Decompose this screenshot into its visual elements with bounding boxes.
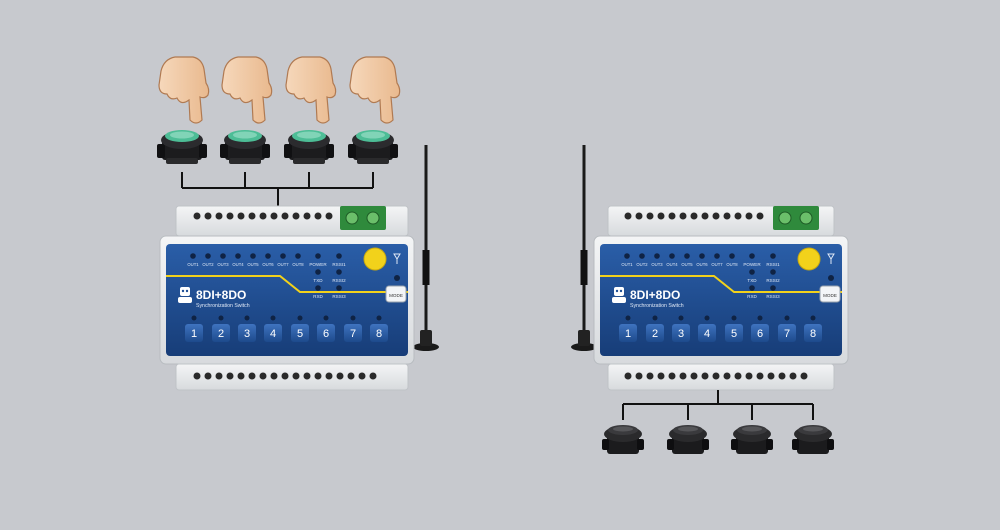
channel-key[interactable] [264,324,282,342]
model-title: 8DI+8DO [196,288,246,302]
push-button-icon[interactable] [284,130,334,164]
rssi1-led-label: RSSI1 [332,262,346,267]
channel-key[interactable] [725,324,743,342]
out-led-label: OUT8 [726,262,738,267]
channel-number: 4 [270,328,276,340]
push-button-icon[interactable] [157,130,207,164]
device-right: OUT1 OUT2 OUT3 OUT4 OUT5 OUT6 OUT7 OUT8 … [571,145,849,454]
rssi2-led-label: RSSI2 [332,278,346,283]
mode-button[interactable] [385,285,407,303]
signal-icon [827,253,835,264]
wiring [622,390,814,420]
rxd-led-label: RXD [747,294,757,299]
channel-number: 6 [323,328,329,340]
out-led-label: OUT7 [277,262,289,267]
channel-number: 8 [810,328,816,340]
top-terminal-holes [624,212,764,220]
rxd-led-label: RXD [313,294,323,299]
push-button-icon[interactable] [220,130,270,164]
channel-key[interactable] [185,324,203,342]
pointing-hand-icon [158,56,210,124]
wiring [181,172,374,206]
channel-number: 4 [704,328,710,340]
out-led-label: OUT2 [202,262,214,267]
out-led-label: OUT8 [292,262,304,267]
model-subtitle: Synchronization Switch [630,303,684,309]
power-led-label: POWER [743,262,761,267]
channel-key[interactable] [751,324,769,342]
out-led-label: OUT3 [217,262,229,267]
channel-key[interactable] [370,324,388,342]
out-led-row [624,253,735,259]
out-led-label: OUT5 [681,262,693,267]
mode-label: MODE [389,293,403,298]
rssi2-led-label: RSSI2 [766,278,780,283]
channel-key[interactable] [317,324,335,342]
indicator-lamp-icon [731,425,773,454]
pointing-hand-icon [349,56,401,124]
out-led-row [190,253,301,259]
power-led-label: POWER [309,262,327,267]
robot-logo-icon [612,287,626,303]
channel-number: 7 [350,328,356,340]
channel-key[interactable] [646,324,664,342]
channel-number: 3 [678,328,684,340]
channel-number: 5 [297,328,303,340]
rssi3-led-label: RSSI3 [766,294,780,299]
channel-number: 2 [652,328,658,340]
indicator-lamp-icon [792,425,834,454]
model-title: 8DI+8DO [630,288,680,302]
channel-key[interactable] [778,324,796,342]
out-led-label: OUT7 [711,262,723,267]
channel-number: 6 [757,328,763,340]
out-led-label: OUT4 [232,262,244,267]
indicator-lamp-icon [667,425,709,454]
bottom-terminal-holes [624,372,808,380]
channel-number: 1 [191,328,197,340]
channel-number: 8 [376,328,382,340]
out-led-label: OUT1 [187,262,199,267]
channel-number: 3 [244,328,250,340]
antenna-icon [413,145,439,351]
channel-number: 2 [218,328,224,340]
top-terminal-holes [193,212,333,220]
channel-key[interactable] [291,324,309,342]
mode-button[interactable] [819,285,841,303]
rssi3-led-label: RSSI3 [332,294,346,299]
channel-number: 1 [625,328,631,340]
antenna-icon [571,145,597,351]
device-left: OUT1 OUT2 OUT3 OUT4 OUT5 OUT6 OUT7 OUT8 … [157,56,439,391]
indicator-lamp-icon [602,425,644,454]
bottom-terminal-holes [193,372,377,380]
channel-key[interactable] [212,324,230,342]
out-led-label: OUT6 [696,262,708,267]
pointing-hand-icon [221,56,273,124]
channel-key[interactable] [238,324,256,342]
txd-led-label: TXD [747,278,757,283]
out-led-label: OUT2 [636,262,648,267]
out-led-label: OUT3 [651,262,663,267]
channel-key[interactable] [698,324,716,342]
channel-key[interactable] [672,324,690,342]
pointing-hand-icon [285,56,337,124]
rssi1-led-label: RSSI1 [766,262,780,267]
mode-label: MODE [823,293,837,298]
signal-icon [393,253,401,264]
out-led-label: OUT1 [621,262,633,267]
channel-key[interactable] [804,324,822,342]
antenna-connector [363,247,387,271]
antenna-connector [797,247,821,271]
out-led-label: OUT6 [262,262,274,267]
channel-key[interactable] [344,324,362,342]
out-led-label: OUT5 [247,262,259,267]
model-subtitle: Synchronization Switch [196,303,250,309]
txd-led-label: TXD [313,278,323,283]
robot-logo-icon [178,287,192,303]
out-led-label: OUT4 [666,262,678,267]
push-button-icon[interactable] [348,130,398,164]
channel-number: 5 [731,328,737,340]
channel-key[interactable] [619,324,637,342]
channel-number: 7 [784,328,790,340]
